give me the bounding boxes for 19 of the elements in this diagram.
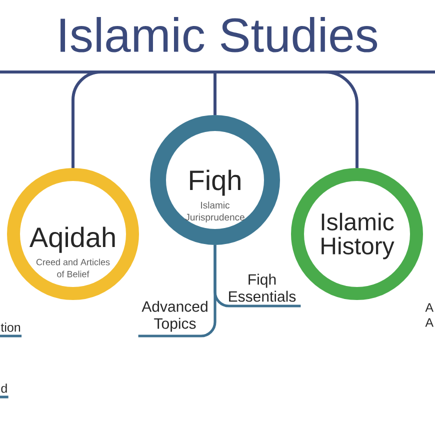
circle-heading: Aqidah <box>29 226 115 253</box>
leader-line <box>0 396 8 398</box>
circle-caption: Creed and Articles of Belief <box>36 258 110 278</box>
circle-heading: Fiqh <box>190 170 240 196</box>
circle-heading: Islamic History <box>322 212 394 260</box>
subtopic-label: Advanced Topics <box>142 300 208 332</box>
connector-line <box>214 72 216 115</box>
subtopic-label: d <box>1 384 7 393</box>
connector-line <box>0 70 218 74</box>
title: Islamic Studies <box>60 17 378 52</box>
subtopic-label: tion <box>0 322 20 332</box>
connector-line <box>218 70 435 74</box>
leader-line <box>0 334 22 338</box>
connector-line <box>138 245 216 338</box>
subtopic-label: Fiqh Essentials <box>229 274 296 302</box>
circle-caption: Islamic Jurisprudence <box>185 202 244 222</box>
topic-circle <box>150 115 280 245</box>
subtopic-label: A A <box>425 303 434 327</box>
topic-circle <box>7 168 139 300</box>
